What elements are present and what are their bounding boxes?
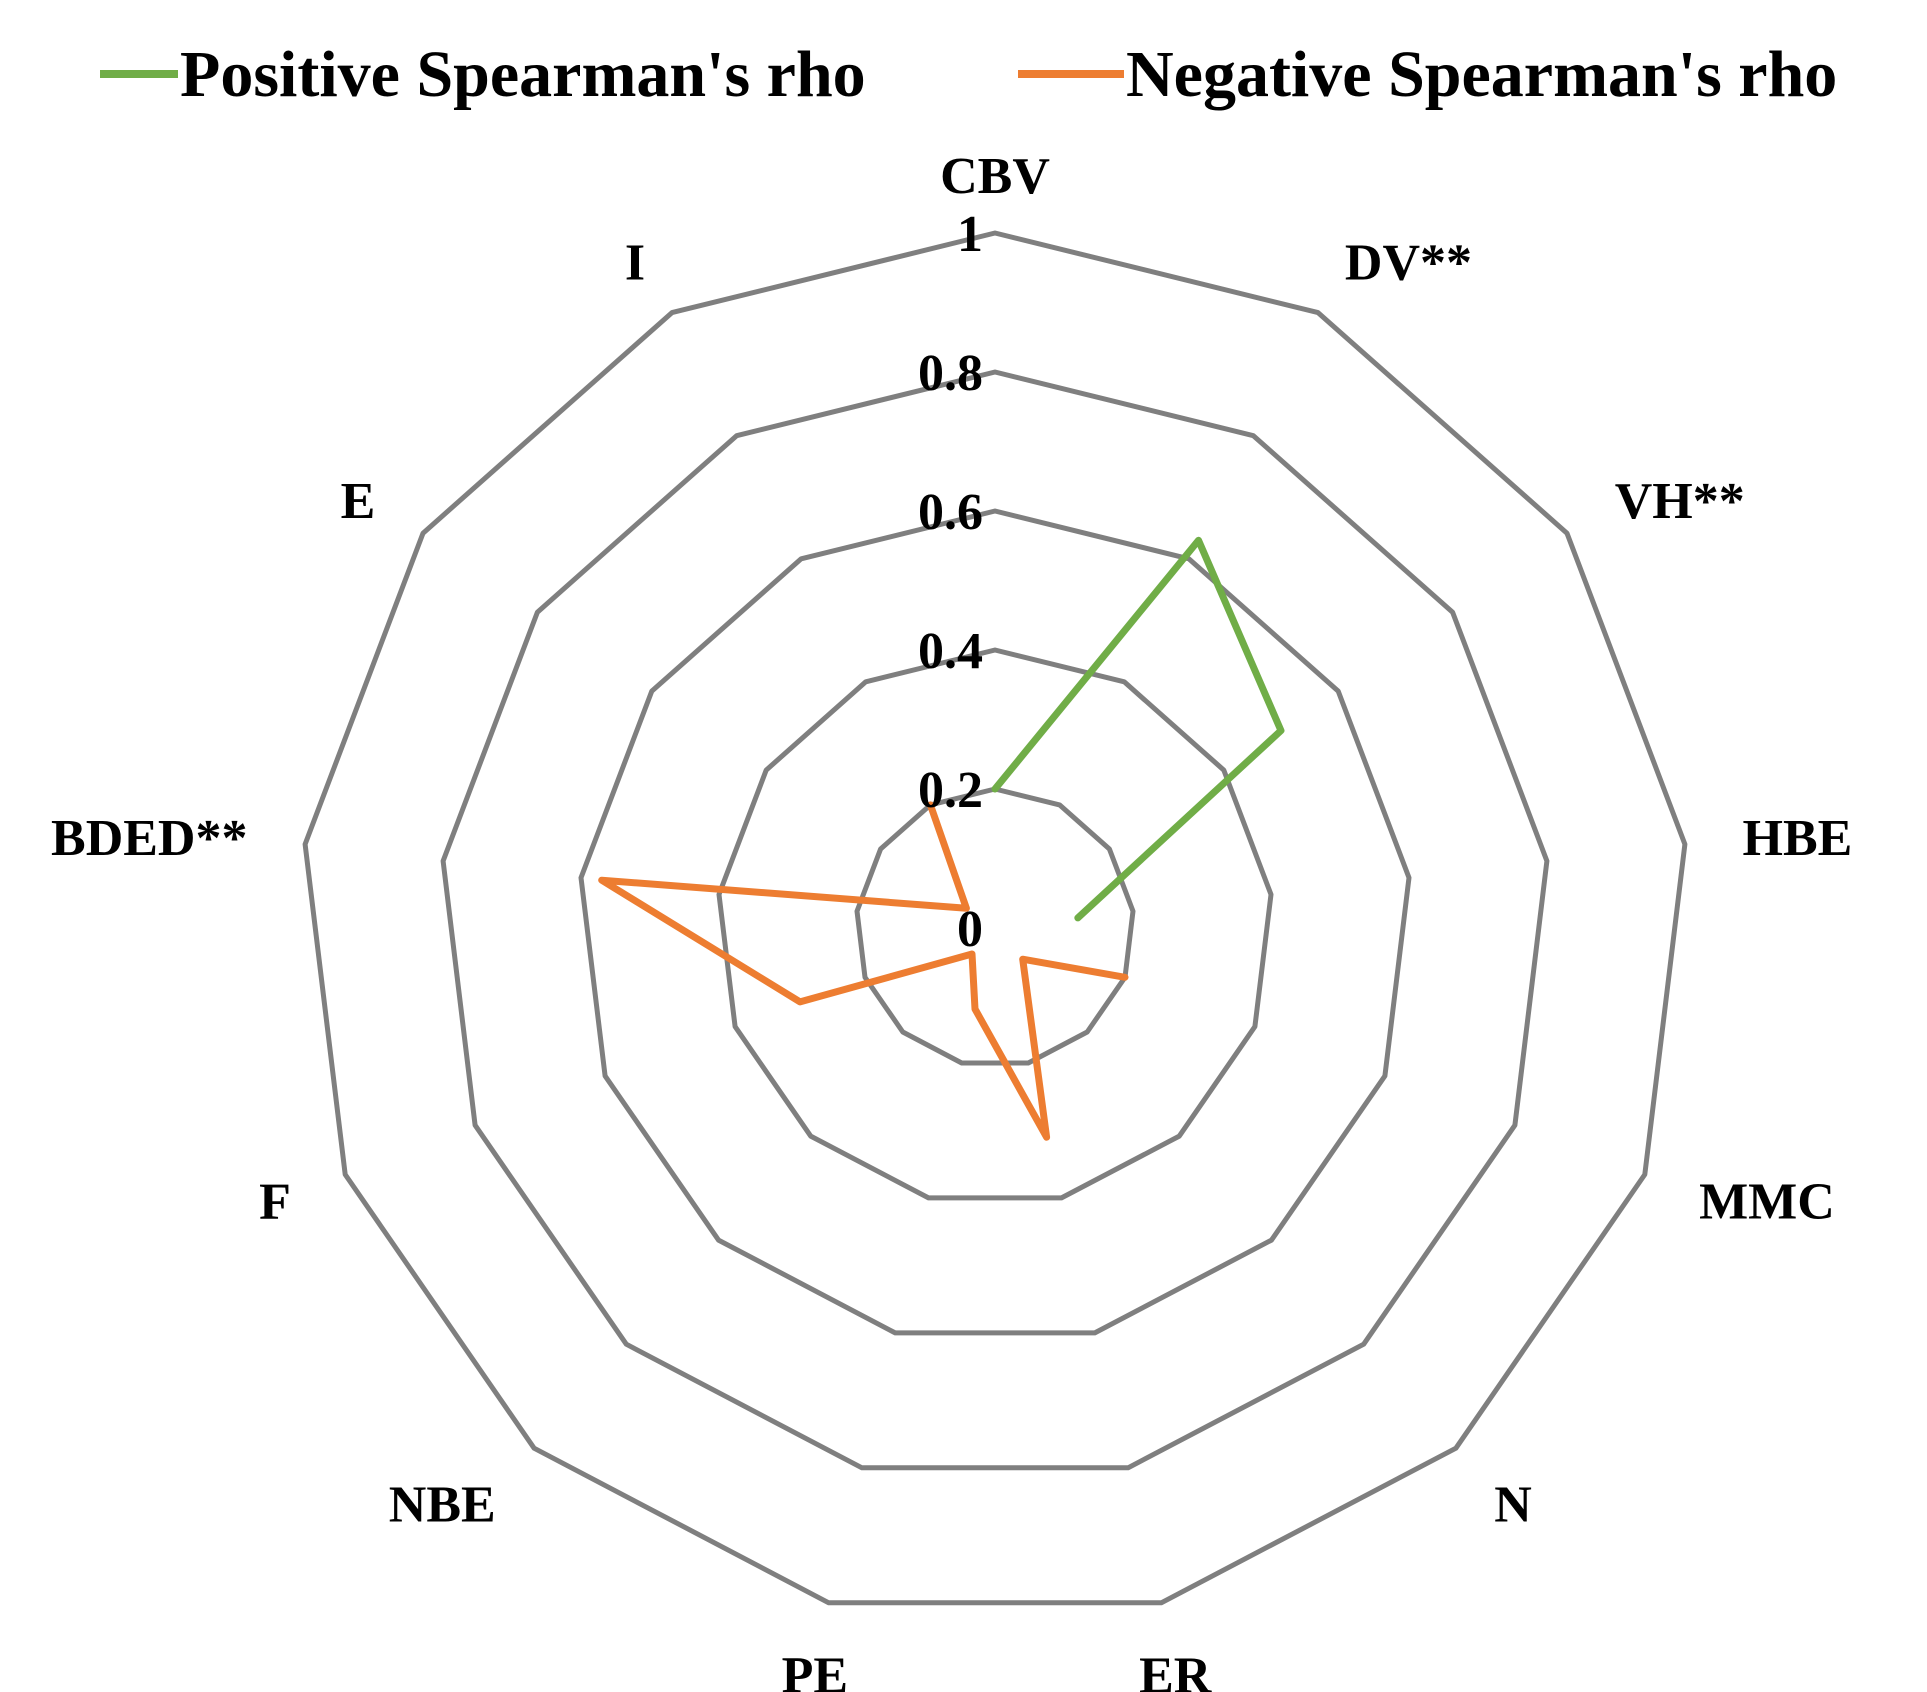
tick-label-1: 0.2 [918,762,983,819]
grid-ring-2 [716,647,1274,1201]
radial-tick-labels: 0 0.2 0.4 0.6 0.8 1 [918,206,983,958]
category-label-pe: PE [782,1648,848,1692]
grid-ring-3 [578,508,1412,1336]
category-label-i: I [625,234,645,291]
grid-ring-4 [440,369,1550,1471]
series-line-positive-spearman-s-rho-0 [991,536,1285,922]
category-label-n: N [1494,1477,1532,1534]
category-label-mmc: MMC [1699,1174,1835,1231]
tick-label-3: 0.6 [918,484,983,541]
tick-label-5: 1 [957,206,983,263]
radar-grid [302,230,1688,1606]
tick-label-0: 0 [957,901,983,958]
grid-ring-5 [302,230,1688,1606]
grid-ring-1 [854,786,1136,1066]
radar-series [598,536,1285,1141]
category-label-cbv: CBV [940,148,1050,205]
category-label-f: F [259,1174,291,1231]
category-label-bded: BDED** [51,810,247,867]
legend-label-positive: Positive Spearman's rho [180,38,866,111]
category-label-e: E [341,473,376,530]
category-labels: CBV DV** VH** HBE MMC N ER PE NBE F BDED** E I [51,148,1852,1692]
category-label-vh: VH** [1615,473,1745,530]
category-label-dv: DV** [1345,234,1472,291]
series-line-negative-spearman-s-rho-0 [598,801,1129,1141]
legend-label-negative: Negative Spearman's rho [1126,38,1837,111]
category-label-nbe: NBE [389,1477,496,1534]
category-label-er: ER [1139,1648,1213,1692]
tick-label-4: 0.8 [918,345,983,402]
legend: Positive Spearman's rho Negative Spearma… [100,38,1837,111]
category-label-hbe: HBE [1743,810,1853,867]
tick-label-2: 0.4 [918,623,983,680]
